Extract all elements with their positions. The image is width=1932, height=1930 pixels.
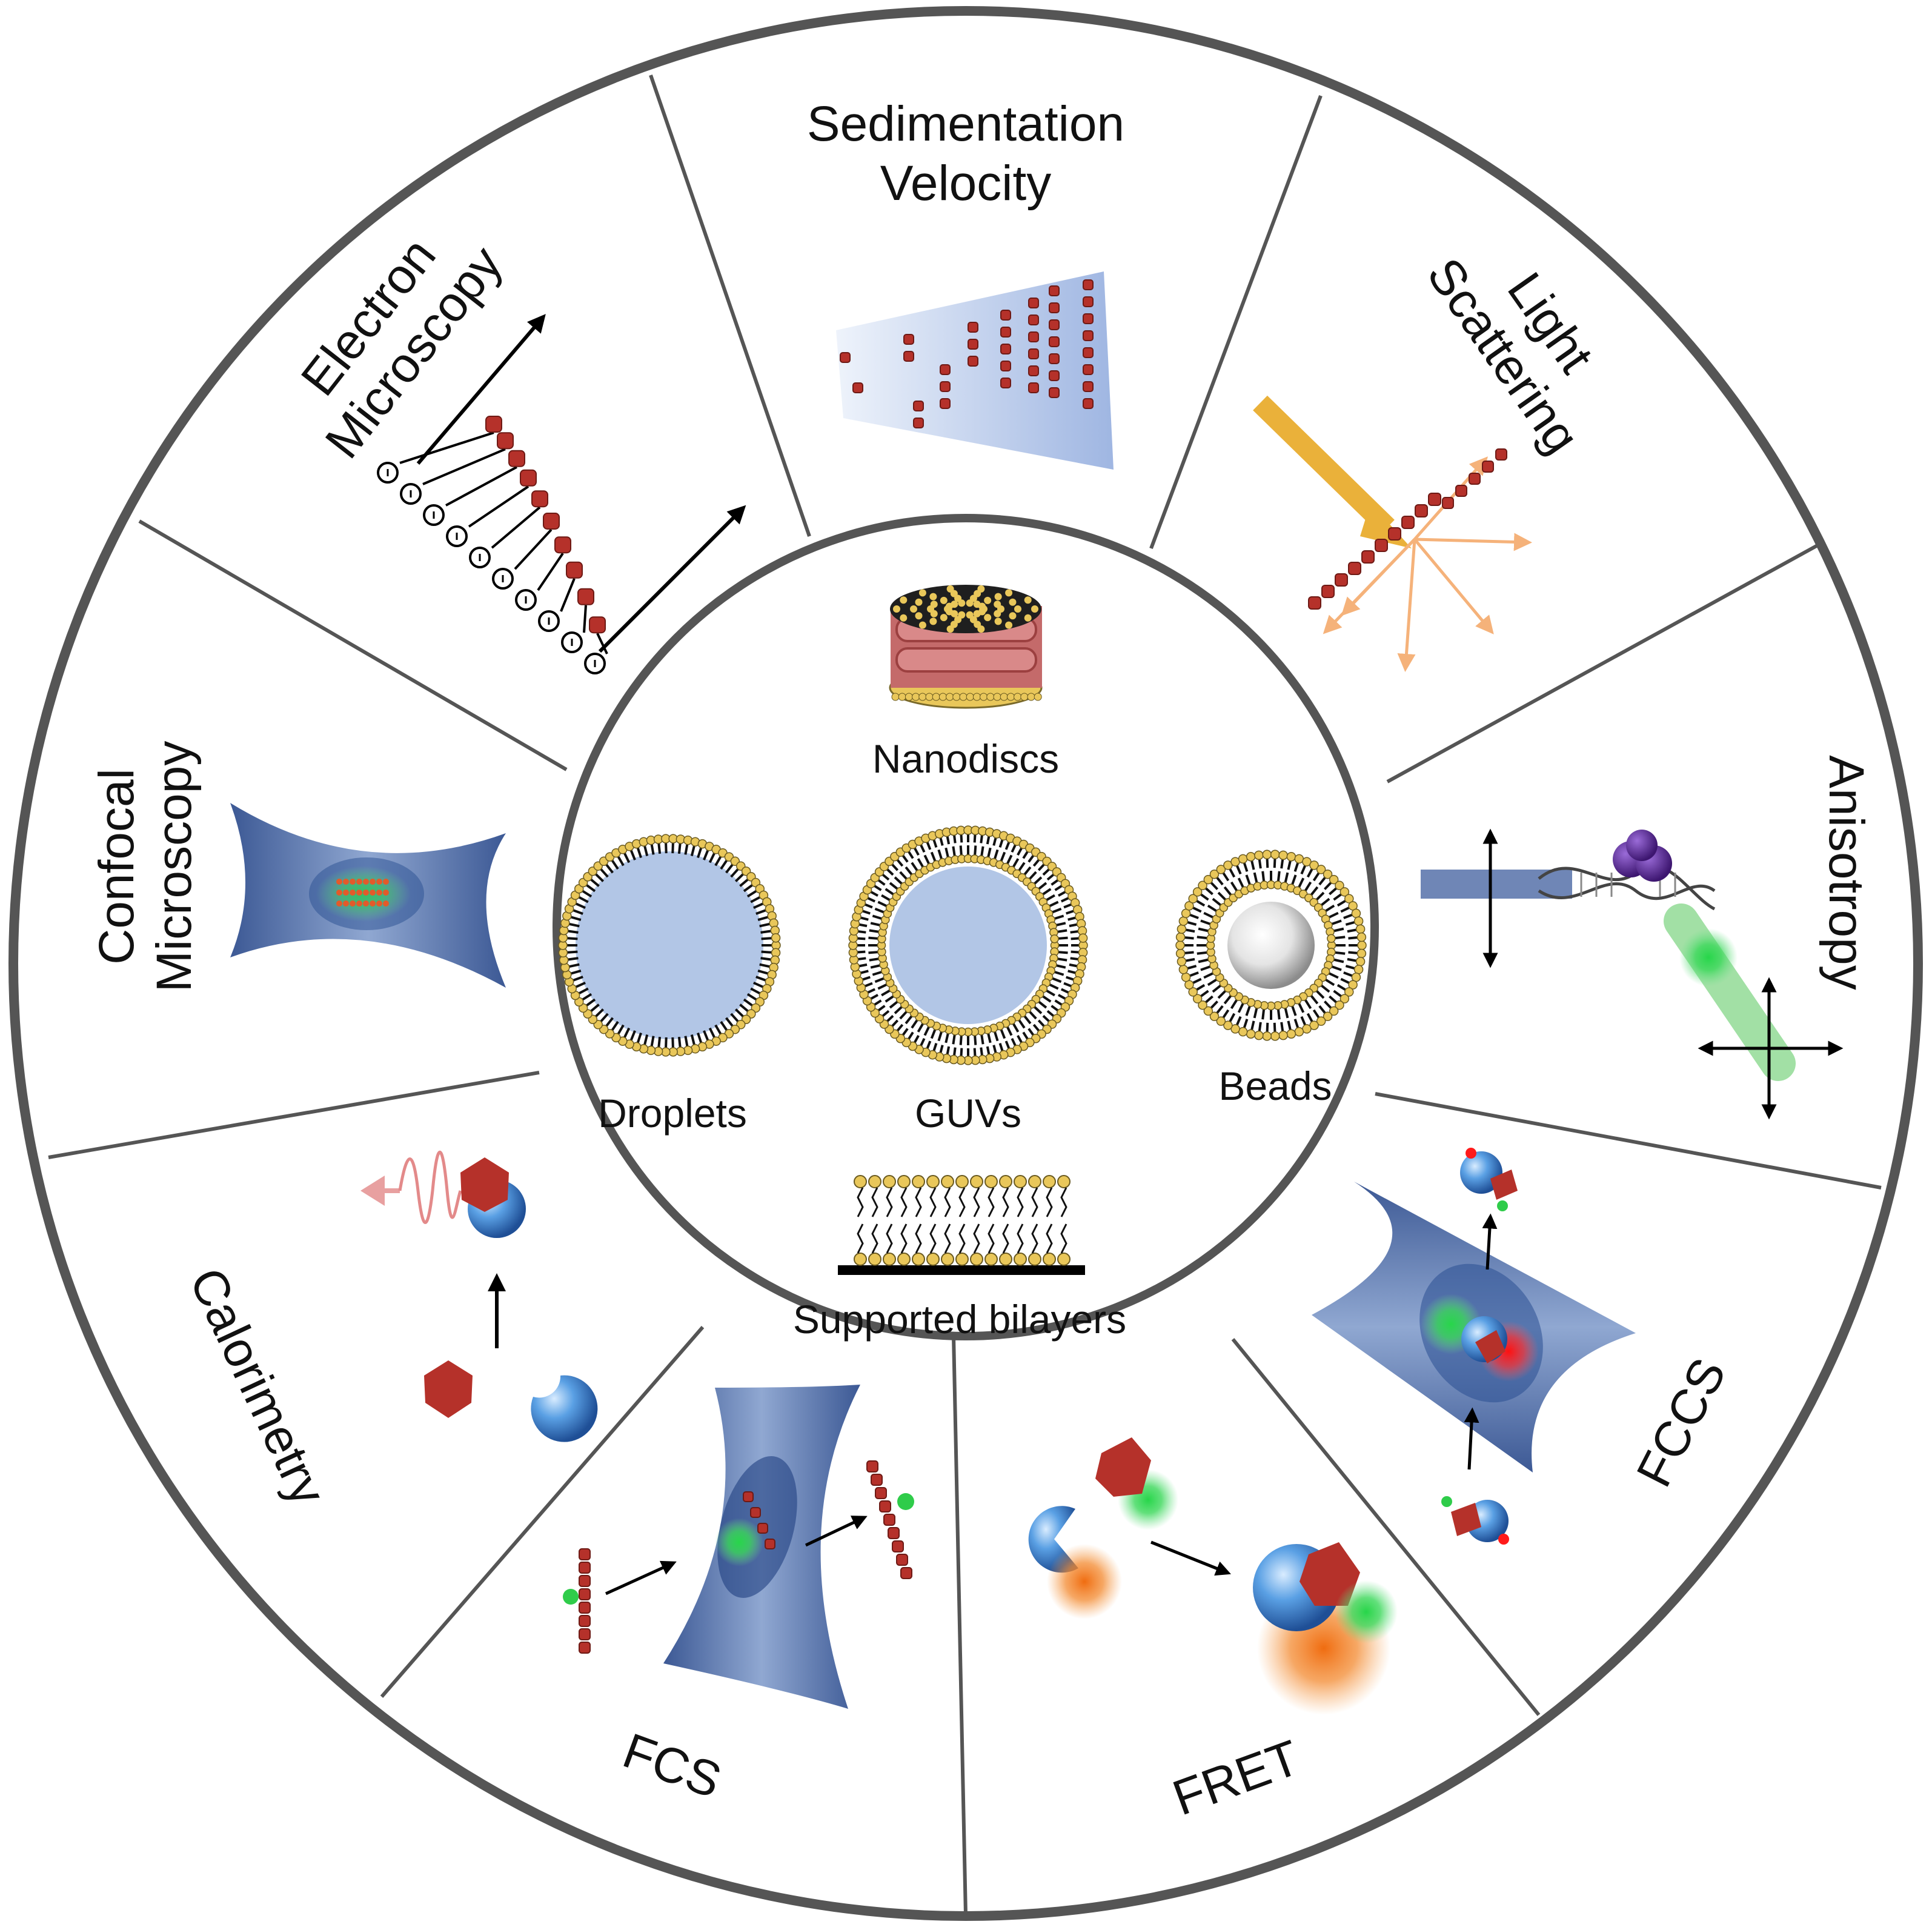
anisotropy-label: Anisotropy [1819,755,1874,990]
droplet-icon [558,834,781,1057]
label-confocal-microscopy: Confocal Microscopy [89,741,202,993]
segment-divider [138,519,568,771]
fret-binding-icon [1028,1437,1398,1715]
bead-icon [1175,850,1367,1041]
fcs-focal-volume-icon [563,1385,914,1709]
calorimetry-binding-icon [360,1150,598,1442]
droplets-label: Droplets [598,1091,747,1136]
label-sedimentation-velocity: Sedimentation Velocity [807,96,1124,211]
guvs-label: GUVs [915,1091,1021,1136]
sedimentation-velocity-line1: Sedimentation [807,96,1124,151]
scattering-rod-icon [1253,395,1532,672]
segment-divider [1375,1092,1882,1190]
em-filament-icon [377,314,746,674]
segment-divider [1386,544,1819,784]
supported-bilayer-icon [838,1175,1085,1275]
label-anisotropy: Anisotropy [1819,755,1874,990]
confocal-microscopy-line1: Confocal [89,768,144,965]
sedimentation-velocity-line2: Velocity [880,156,1052,211]
nanodiscs-label: Nanodiscs [872,736,1059,781]
guv-icon [848,825,1088,1065]
supported-bilayers-label: Supported bilayers [793,1297,1126,1342]
segment-divider [48,1071,540,1159]
anisotropy-rod-icon [1421,828,1844,1120]
segment-divider [380,1326,705,1698]
segment-divider [1231,1338,1541,1716]
segment-divider [649,75,811,537]
beads-label: Beads [1218,1063,1332,1108]
nanodisc-icon [889,585,1043,709]
segment-divider [952,1336,968,1915]
sedimentation-cell-icon [836,271,1114,470]
segment-dividers [48,75,1882,1915]
segment-divider [1149,95,1323,550]
confocal-microscopy-line2: Microscopy [147,741,202,993]
fccs-focal-volume-icon [1312,1148,1636,1545]
confocal-focal-volume-icon [230,803,506,988]
